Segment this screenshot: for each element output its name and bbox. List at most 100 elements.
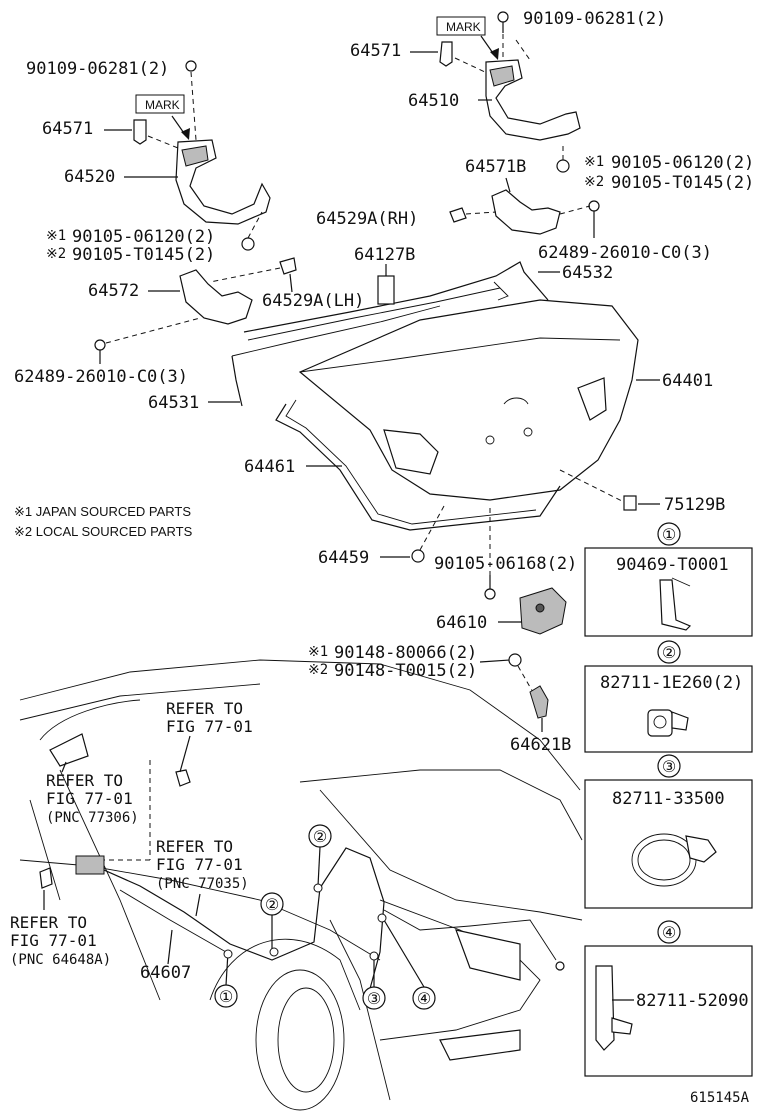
legend-callout-4 (657, 920, 681, 944)
label-64531: 64531 (148, 393, 199, 413)
cable-trunk-run (383, 909, 557, 961)
label-64520: 64520 (64, 167, 115, 187)
clip-64571-top-icon (439, 41, 453, 67)
car-rear-window (299, 769, 583, 841)
torsion-rods: 64532 64531 64127B (148, 245, 613, 413)
mark-arrowhead-left (181, 128, 190, 140)
lock-bolt-icon (484, 588, 496, 600)
label-64461: 64461 (244, 457, 295, 477)
legend-box-2 (584, 665, 753, 753)
note-japan-sourced: ※1 JAPAN SOURCED PARTS (14, 504, 191, 519)
label-64127B: 64127B (354, 245, 415, 265)
bolt-90105-left-icon (241, 237, 255, 251)
rod-64531-end (231, 355, 243, 407)
screw-90148-dash (517, 665, 535, 695)
callout-4-label: ④ (417, 989, 431, 1008)
car-window-line (39, 699, 141, 741)
car-trunk-edge (319, 789, 583, 921)
label-90105-T0145-left: 90105-T0145(2) (72, 245, 215, 265)
label-90109-left: 90109-06281(2) (26, 59, 169, 79)
trunk-lid: 64401 (298, 299, 713, 501)
grommet-lh-icon (279, 257, 297, 275)
label-s2-90148: ※2 (308, 662, 328, 678)
plug-75129B-icon (623, 495, 637, 511)
legend-callout-4-label: ④ (662, 923, 676, 942)
ref3-line3: (PNC 77035) (156, 876, 249, 892)
trunk-lid-hole-2 (523, 427, 533, 437)
label-62489-left: 62489-26010-C0(3) (14, 367, 188, 387)
hinge-right-assembly: MARK (436, 11, 600, 238)
bolt-left-icon (185, 60, 197, 72)
label-64529A-LH: 64529A(LH) (262, 291, 364, 311)
legend-callout-2-label: ② (662, 643, 676, 662)
clip-leader-left (147, 135, 179, 149)
car-pillar-line (59, 769, 161, 1001)
clip-dot-2a (269, 947, 279, 957)
car-reflector (439, 1029, 521, 1061)
car-tail-lamp (455, 929, 521, 981)
label-62489-right: 62489-26010-C0(3) (538, 243, 712, 263)
lever-icon (39, 867, 53, 889)
bumper-64127B-icon (377, 275, 395, 305)
cable-end-icon (555, 961, 565, 971)
opener-switch-icon (75, 855, 105, 875)
bolt-90105-right-icon (556, 159, 570, 173)
label-s1-90148: ※1 (308, 644, 328, 660)
trunk-lid-left-opening (383, 429, 439, 475)
clip-82711-1E260-tab (671, 711, 689, 731)
label-64510: 64510 (408, 91, 459, 111)
clip-left-dash (105, 317, 201, 344)
clip-90469-icon (659, 579, 692, 631)
ref1-line2: FIG 77-01 (166, 717, 253, 736)
clip-82711-33500-inner (637, 839, 691, 881)
rod-64532-hook (493, 281, 509, 301)
trunk-lid-right-opening (577, 377, 607, 421)
striker-64621B-icon (529, 685, 549, 719)
ref3-line2: FIG 77-01 (156, 855, 243, 874)
label-s2-right: ※2 (584, 174, 604, 190)
legend-part-3: 82711-33500 (612, 789, 725, 809)
clip-62489-left-icon (94, 339, 106, 351)
clip-64571-left-icon (133, 119, 147, 145)
mark-box-left (135, 94, 185, 114)
legend-callout-2 (657, 640, 681, 664)
legend-callout-1-label: ① (662, 525, 676, 544)
clip-dot-2b (313, 883, 323, 893)
hinge-64510-bracket (489, 65, 515, 87)
leader-90148 (479, 659, 511, 663)
legend-part-2: 82711-1E260(2) (600, 673, 743, 693)
ref3-line1: REFER TO (156, 837, 233, 856)
grommet-rh-leader (465, 211, 497, 215)
car-rear-wheel-icon (255, 969, 345, 1111)
connector-icon (175, 769, 191, 787)
car-wheel-arch (209, 938, 361, 1011)
clip-dot-4 (377, 913, 387, 923)
label-64571B: 64571B (465, 157, 526, 177)
car-body (19, 659, 583, 1111)
legend-part-4: 82711-52090 (636, 991, 749, 1011)
label-s1-left: ※1 (46, 228, 66, 244)
note-local-sourced: ※2 LOCAL SOURCED PARTS (14, 524, 193, 539)
label-s2-left: ※2 (46, 246, 66, 262)
clip-leader-top (454, 57, 486, 73)
bracket-64572-icon (179, 269, 253, 325)
label-64571-left: 64571 (42, 119, 93, 139)
grommet-rh-icon (449, 207, 467, 223)
car-roof-inner (19, 683, 261, 721)
callout-2b-leader (317, 846, 321, 887)
hinge-dash-1 (515, 39, 531, 61)
cable-64607-icon (85, 847, 385, 997)
release-cables: 64607 (39, 760, 565, 997)
car-quarter-line (329, 919, 391, 1101)
car-roof-line (19, 659, 581, 791)
label-64532: 64532 (562, 263, 613, 283)
bolt-left-dash (190, 71, 197, 141)
ref4-line3: (PNC 64648A) (10, 952, 111, 968)
clip-62489-right-icon (588, 200, 600, 212)
rod-64532-icon (243, 261, 549, 333)
trunk-lid-64401-icon (298, 299, 639, 501)
label-64610: 64610 (436, 613, 487, 633)
label-90105-06120-left: 90105-06120(2) (72, 227, 215, 247)
ref2-line3: (PNC 77306) (46, 810, 139, 826)
ref2-line1: REFER TO (46, 771, 123, 790)
